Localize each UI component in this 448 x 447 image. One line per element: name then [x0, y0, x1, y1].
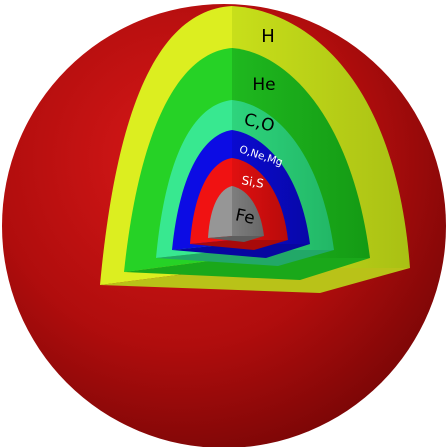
layer-fe-floor	[208, 236, 264, 242]
layer-he-floor	[124, 258, 370, 280]
layer-fe-left-face	[208, 186, 232, 238]
label-he: He	[252, 75, 275, 95]
layer-co-floor	[156, 250, 334, 266]
label-sis: Si,S	[240, 173, 264, 191]
layer-fe-right-face	[232, 186, 264, 236]
label-fe: Fe	[234, 205, 257, 229]
layer-h-floor	[100, 268, 410, 293]
layer-sis-floor	[190, 240, 288, 250]
layer-one-floor	[172, 244, 310, 258]
label-h: H	[261, 26, 275, 47]
